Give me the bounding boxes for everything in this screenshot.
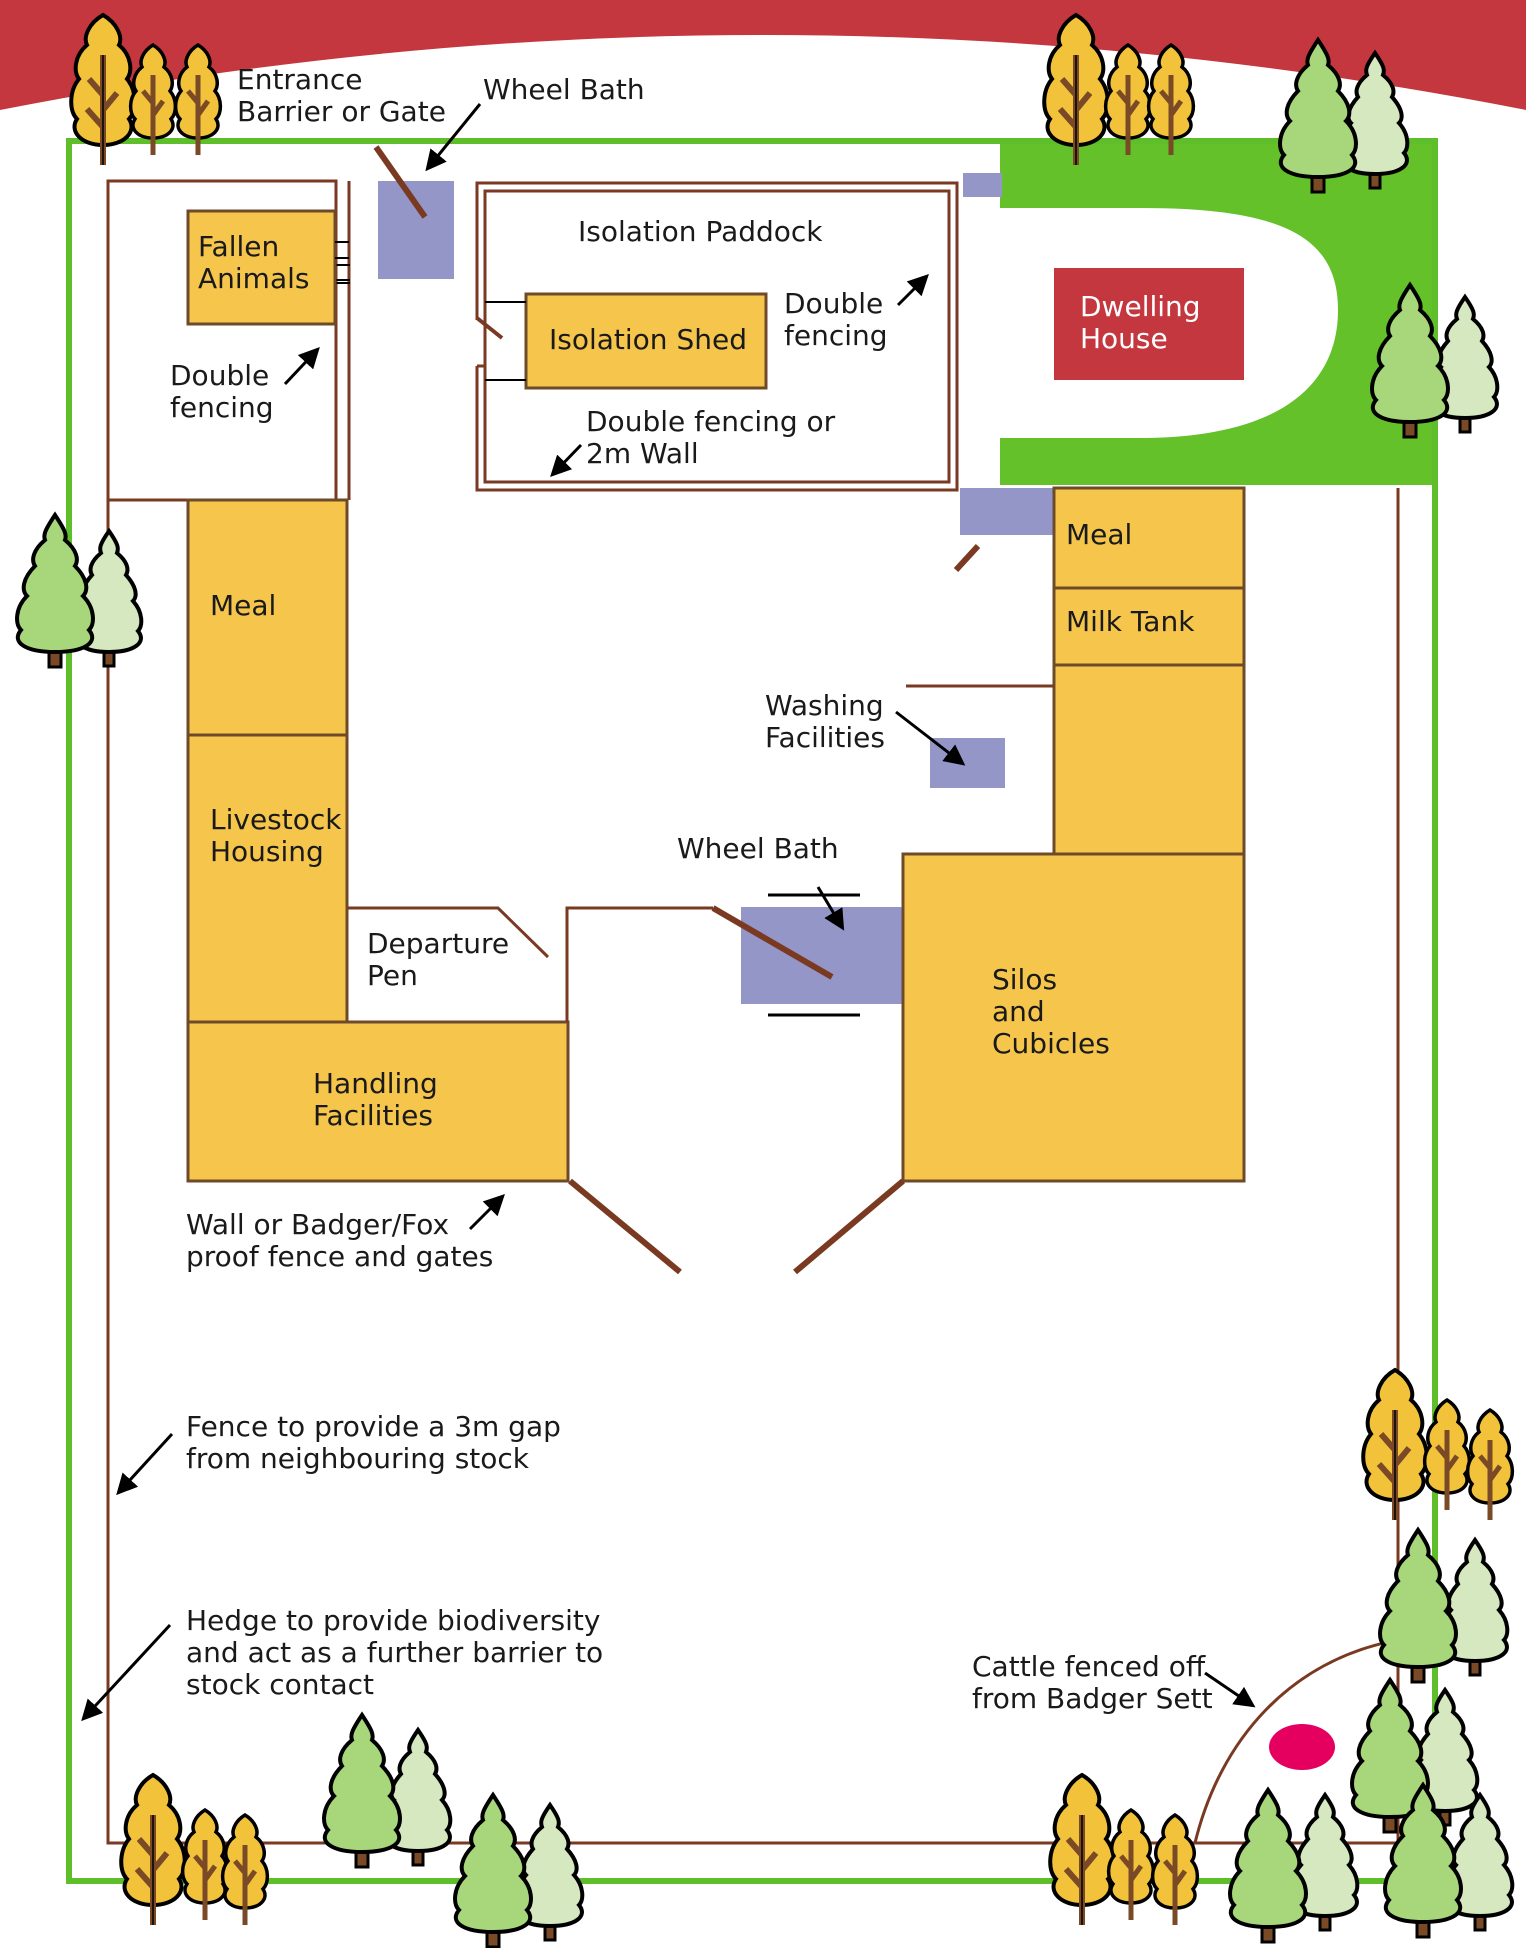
fence-gap-label: Fence to provide a 3m gap from neighbour… [186, 1410, 570, 1475]
hedge-label: Hedge to provide biodiversity and act as… [186, 1604, 612, 1701]
double-fencing-left-label: Double fencing [170, 359, 278, 424]
conifer-tree-icon [1228, 1788, 1360, 1944]
livestock-housing-label: Livestock Housing [210, 803, 350, 868]
outer-fence [106, 488, 1400, 1845]
isolation-paddock-label: Isolation Paddock [578, 215, 823, 248]
conifer-tree-icon [15, 513, 144, 669]
arrow-icon [81, 103, 1256, 1722]
dwelling-house [1054, 268, 1244, 380]
isolation-paddock-fence-inner [483, 189, 951, 484]
wheel-bath-top-label: Wheel Bath [483, 73, 645, 106]
top-banner [0, 0, 1526, 110]
house-gate-bath-top [963, 173, 1002, 197]
double-fencing-wall-label: Double fencing or 2m Wall [586, 405, 844, 470]
milk-tank [1052, 586, 1246, 667]
handling-facilities-label: Handling Facilities [313, 1067, 447, 1132]
entrance-wheel-bath [378, 181, 454, 279]
livestock-housing [186, 733, 349, 1024]
isolation-shed-label: Isolation Shed [549, 323, 747, 356]
garden-lawn [1000, 140, 1436, 485]
entrance-label: Entrance Barrier or Gate [237, 63, 446, 128]
cattle-fenced-label: Cattle fenced off from Badger Sett [972, 1650, 1214, 1715]
meal-right-label: Meal [1066, 518, 1132, 551]
badger-sett-fence [1193, 1638, 1399, 1844]
departure-pen-label: Departure Pen [367, 927, 518, 992]
departure-pen-fence [348, 906, 550, 959]
hedge-boundary [66, 138, 1438, 1884]
double-fencing-right-label: Double fencing [784, 287, 892, 352]
isolation-shed [524, 292, 768, 390]
badger-sett [1269, 1724, 1335, 1770]
washing-facilities-label: Washing Facilities [765, 689, 893, 754]
wheel-bath-mid-label: Wheel Bath [677, 832, 839, 865]
right-shed [1052, 663, 1246, 856]
fallen-animals-building [186, 209, 337, 326]
wall-badger-label: Wall or Badger/Fox proof fence and gates [186, 1208, 493, 1273]
handling-facilities [186, 1020, 570, 1183]
conifer-tree-icon [322, 1713, 453, 1869]
dwelling-house-label: Dwelling House [1080, 290, 1209, 355]
silos-cubicles-label: Silos and Cubicles [992, 963, 1110, 1060]
entrance-gate [373, 145, 428, 219]
autumn-tree-icon [1050, 1775, 1197, 1925]
milk-tank-label: Milk Tank [1066, 605, 1195, 638]
conifer-tree-icon [453, 1793, 585, 1948]
autumn-tree-icon [121, 1775, 267, 1925]
fallen-animals-label: Fallen Animals [198, 230, 309, 295]
yard-gate-left [568, 1178, 682, 1275]
house-gate-bath-bottom [960, 488, 1056, 535]
mid-wheel-bath [741, 907, 904, 1004]
silos-and-cubicles [901, 852, 1246, 1183]
meal-left-label: Meal [210, 589, 276, 622]
yard-gate-right [793, 1178, 905, 1275]
